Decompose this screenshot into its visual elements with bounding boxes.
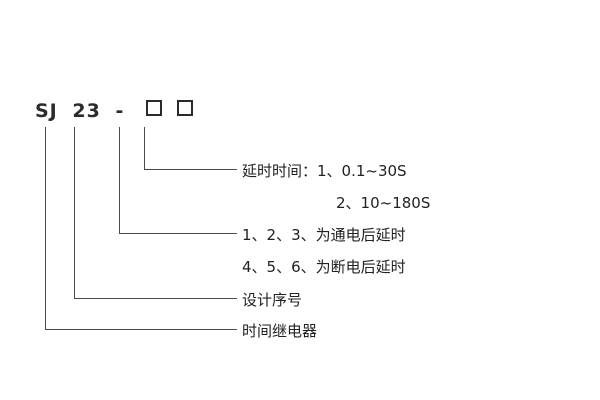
connector-line-delay-time xyxy=(144,127,237,170)
model-prefix: SJ xyxy=(35,100,58,122)
label-delay-time: 延时时间：1、0.1~30S xyxy=(242,162,407,180)
model-separator: - xyxy=(115,100,125,122)
model-code: SJ 23 - xyxy=(35,100,193,122)
label-delay-time-opt2: 2、10~180S xyxy=(336,194,431,212)
option-box-icon xyxy=(145,100,162,116)
label-power-off-delay: 4、5、6、为断电后延时 xyxy=(242,258,406,276)
connector-line-device-name xyxy=(45,127,237,330)
connector-line-power-on-delay xyxy=(119,127,237,234)
model-number: 23 xyxy=(72,100,101,122)
label-design-serial: 设计序号 xyxy=(242,291,303,309)
label-device-name: 时间继电器 xyxy=(242,322,318,340)
label-power-on-delay: 1、2、3、为通电后延时 xyxy=(242,226,406,244)
connector-line-design-serial xyxy=(74,127,237,299)
option-box-icon xyxy=(176,100,193,116)
